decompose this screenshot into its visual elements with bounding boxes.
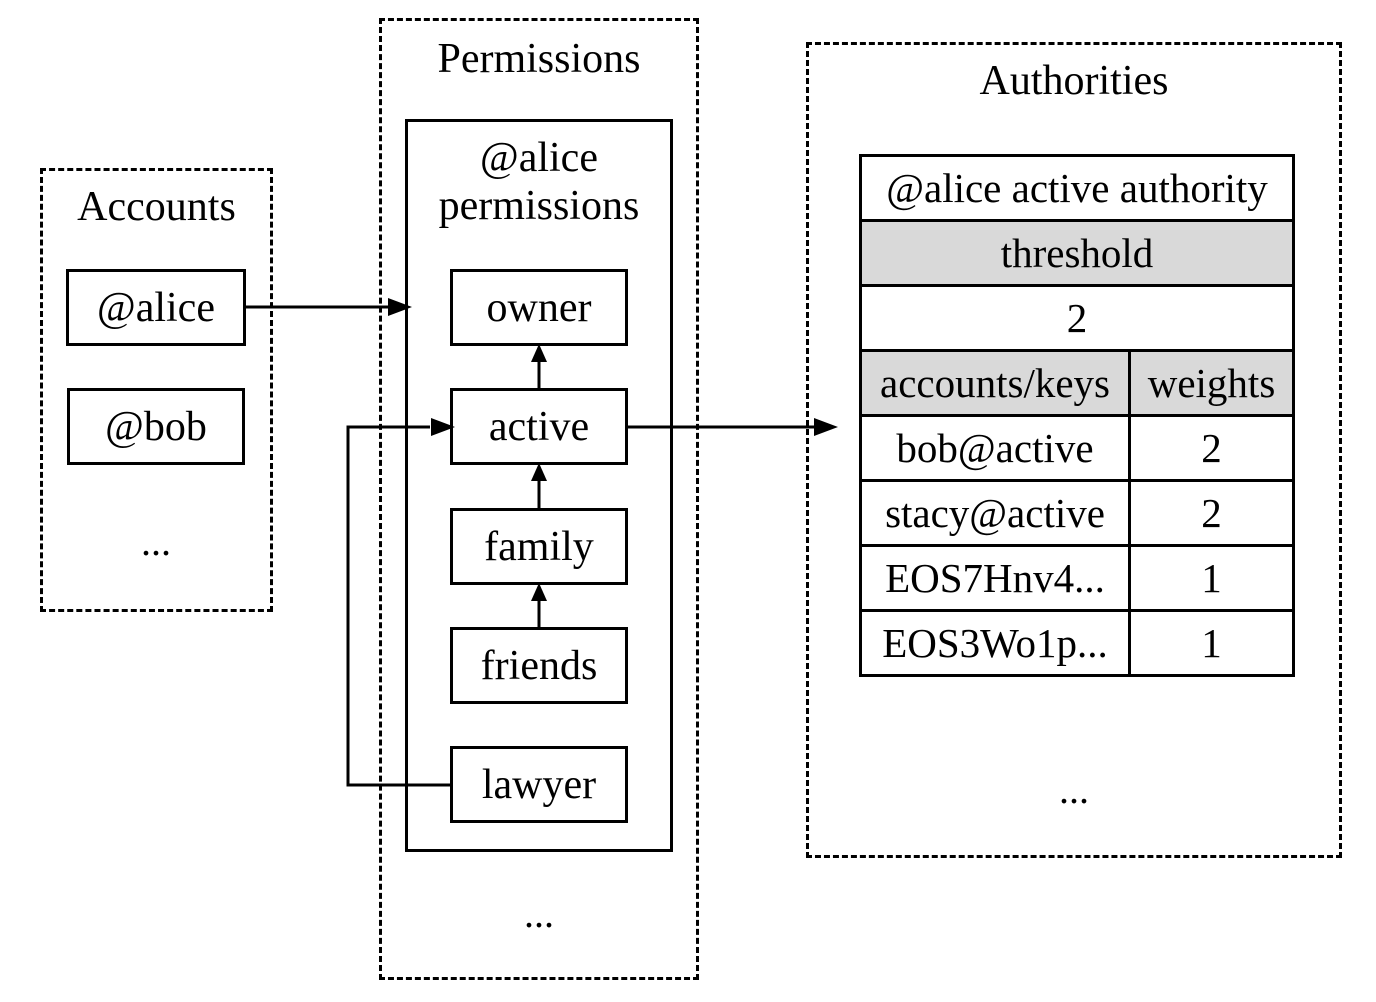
threshold-value: 2: [858, 284, 1296, 352]
permission-owner[interactable]: owner: [450, 269, 628, 346]
row-account: EOS7Hnv4...: [859, 544, 1131, 612]
authorities-group: Authorities: [806, 42, 1342, 858]
row-weight: 2: [1127, 414, 1296, 482]
accounts-group: Accounts: [40, 168, 273, 612]
authorities-more: ...: [1059, 767, 1089, 812]
table-row: stacy@active 2: [859, 479, 1296, 547]
accounts-more: ...: [141, 519, 171, 564]
accounts-keys-header: accounts/keys: [859, 349, 1131, 417]
alice-permissions-title-line2: permissions: [438, 183, 640, 229]
row-weight: 1: [1127, 544, 1296, 612]
row-account: stacy@active: [859, 479, 1131, 547]
authority-table: @alice active authority threshold 2 acco…: [858, 154, 1296, 677]
row-account: EOS3Wo1p...: [859, 609, 1131, 677]
permission-family[interactable]: family: [450, 508, 628, 585]
permissions-title: Permissions: [437, 36, 641, 82]
table-row: EOS7Hnv4... 1: [859, 544, 1296, 612]
table-row: EOS3Wo1p... 1: [859, 609, 1296, 677]
row-account: bob@active: [859, 414, 1131, 482]
authorities-title: Authorities: [979, 58, 1169, 104]
permission-active[interactable]: active: [450, 388, 628, 465]
threshold-label: threshold: [858, 219, 1296, 287]
account-alice[interactable]: @alice: [66, 269, 246, 346]
weights-header: weights: [1127, 349, 1296, 417]
alice-permissions-title-line1: @alice: [480, 135, 598, 181]
table-row: bob@active 2: [859, 414, 1296, 482]
alice-permissions-box: @alice permissions: [405, 119, 673, 852]
account-bob[interactable]: @bob: [67, 388, 245, 465]
permission-friends[interactable]: friends: [450, 627, 628, 704]
row-weight: 1: [1127, 609, 1296, 677]
authority-table-title: @alice active authority: [858, 154, 1296, 222]
accounts-title: Accounts: [77, 184, 236, 230]
row-weight: 2: [1127, 479, 1296, 547]
permissions-more: ...: [524, 891, 554, 936]
permission-lawyer[interactable]: lawyer: [450, 746, 628, 823]
